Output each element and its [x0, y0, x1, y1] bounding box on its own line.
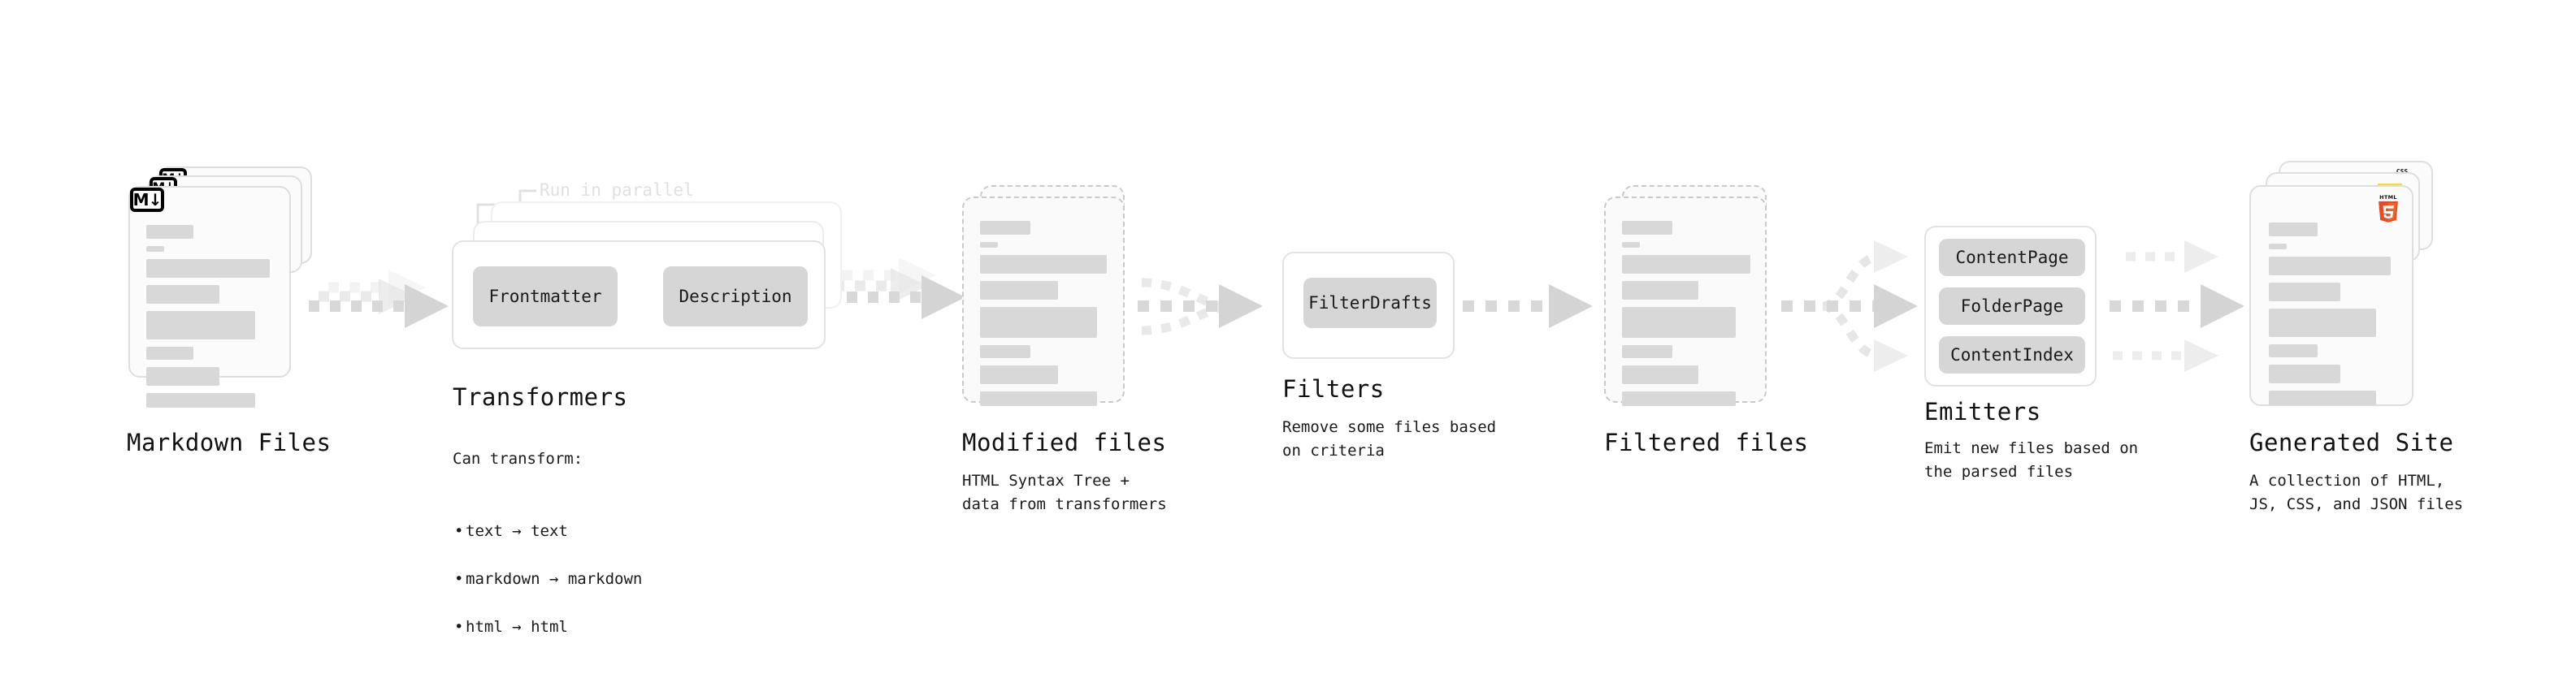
transformers-capability-list: text → text markdown → markdown html → h… [453, 495, 642, 663]
connector-filters-to-filtered [1463, 284, 1593, 328]
content-bar [980, 221, 1030, 235]
content-bar [2269, 344, 2318, 357]
content-bar [1622, 345, 1672, 358]
content-bar [1622, 391, 1736, 406]
emitters-subtitle: Emit new files based on the parsed files [1924, 439, 2139, 481]
content-bar [2269, 223, 2318, 236]
chip-frontmatter[interactable]: Frontmatter [473, 266, 618, 326]
markdown-icon: M↓ [130, 188, 164, 212]
emitters-panel: ContentPage FolderPage ContentIndex [1924, 226, 2097, 387]
transformers-subtitle-lead: Can transform: [453, 450, 583, 469]
content-bar [146, 311, 255, 339]
connector-modified-to-filters [1138, 278, 1263, 335]
svg-text:CSS: CSS [2396, 168, 2409, 175]
chip-contentpage[interactable]: ContentPage [1939, 239, 2085, 276]
emitters-title: Emitters [1924, 398, 2041, 426]
modified-sheet-content [964, 198, 1123, 406]
generated-site-subtitle: A collection of HTML, JS, CSS, and JSON … [2249, 472, 2464, 513]
connector-md-to-transformers [309, 270, 449, 328]
chip-filterdrafts[interactable]: FilterDrafts [1303, 278, 1437, 328]
content-bar [2269, 309, 2376, 337]
transformers-subtitle: Can transform: text → text markdown → ma… [453, 424, 642, 687]
content-bar [980, 391, 1097, 406]
chip-contentindex[interactable]: ContentIndex [1939, 336, 2085, 374]
content-bar [146, 347, 193, 360]
content-bar [980, 307, 1097, 338]
content-bar [980, 242, 998, 248]
content-bar [1622, 242, 1640, 248]
html5-icon: HTML [2379, 194, 2398, 223]
filters-title: Filters [1282, 375, 1385, 403]
filtered-sheet-content [1606, 198, 1765, 406]
content-bar [1622, 281, 1698, 300]
modified-sheet-front [962, 197, 1125, 406]
connector-filtered-to-emitters [1781, 240, 1918, 372]
content-bar [2269, 244, 2287, 249]
connector-emitters-to-site [2110, 240, 2244, 372]
content-bar [2269, 257, 2391, 275]
capability-item: markdown → markdown [453, 568, 642, 592]
run-in-parallel-note: Run in parallel [540, 180, 694, 200]
capability-item: html → html [453, 616, 642, 640]
content-bar [146, 246, 164, 252]
content-bar [146, 225, 193, 239]
content-bar [146, 393, 255, 408]
transformers-title: Transformers [453, 383, 628, 411]
content-bar [146, 259, 270, 278]
markdown-files-title: Markdown Files [127, 429, 332, 456]
capability-item: text → text [453, 520, 642, 544]
svg-text:HTML: HTML [2379, 194, 2397, 201]
filters-panel: FilterDrafts [1282, 252, 1455, 359]
content-bar [2269, 283, 2340, 301]
filtered-files-stack [1604, 185, 1783, 429]
content-bar [1622, 365, 1698, 384]
markdown-sheet-content [130, 188, 289, 408]
chip-folderpage[interactable]: FolderPage [1939, 287, 2085, 325]
generated-sheet-content [2251, 187, 2412, 405]
content-bar [980, 281, 1058, 300]
content-bar [2269, 391, 2376, 405]
transformer-panel-front: Frontmatter Description [452, 240, 826, 349]
content-bar [980, 345, 1030, 358]
generated-sheet-front: HTML [2249, 185, 2413, 406]
modified-files-subtitle: HTML Syntax Tree + data from transformer… [962, 472, 1167, 513]
filtered-files-title: Filtered files [1604, 429, 1809, 456]
content-bar [2269, 365, 2340, 383]
content-bar [980, 365, 1058, 384]
modified-files-title: Modified files [962, 429, 1167, 456]
chip-description[interactable]: Description [663, 266, 808, 326]
modified-files-stack [962, 185, 1141, 429]
generated-site-stack: CSS HTML [2249, 161, 2444, 421]
content-bar [146, 367, 219, 386]
generated-site-title: Generated Site [2249, 429, 2454, 456]
markdown-files-stack: M↓ M↓ M↓ [128, 166, 315, 418]
content-bar [146, 285, 219, 304]
content-bar [980, 255, 1107, 274]
filters-subtitle: Remove some files based on criteria [1282, 418, 1497, 460]
markdown-sheet-front: M↓ [128, 186, 291, 408]
content-bar [1622, 307, 1736, 338]
content-bar [1622, 221, 1672, 235]
transformers-panel-stack: Frontmatter Description Frontmatter Desc… [452, 201, 858, 364]
filtered-sheet-front [1604, 197, 1767, 406]
content-bar [1622, 255, 1750, 274]
